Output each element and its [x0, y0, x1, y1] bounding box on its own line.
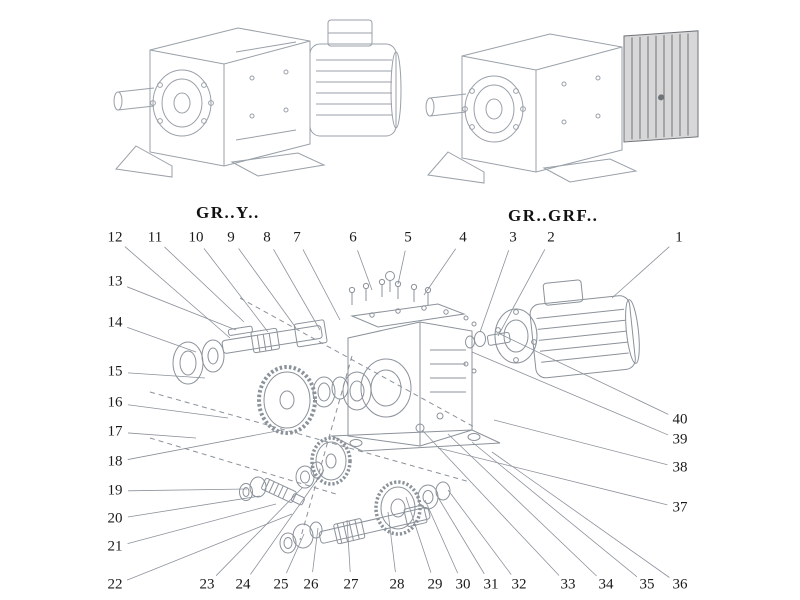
- leader-line-35: [471, 441, 638, 578]
- part-callout-10: 10: [188, 229, 204, 246]
- leader-line-32: [447, 489, 512, 575]
- part-callout-27: 27: [343, 576, 359, 593]
- leader-line-34: [447, 433, 597, 577]
- part-callout-11: 11: [147, 229, 163, 246]
- leader-line-3: [479, 250, 510, 333]
- part-callout-9: 9: [227, 229, 235, 246]
- variant-label-gr-grf: GR..GRF..: [508, 206, 599, 225]
- leader-line-38: [493, 419, 668, 466]
- leader-line-33: [421, 429, 560, 576]
- part-callout-22: 22: [107, 576, 123, 593]
- part-callout-14: 14: [107, 314, 123, 331]
- part-callout-40: 40: [672, 411, 688, 428]
- part-callout-35: 35: [639, 576, 655, 593]
- leader-line-5: [397, 250, 406, 285]
- part-callout-34: 34: [598, 576, 614, 593]
- variant-label-gr-y: GR..Y..: [196, 203, 260, 222]
- part-callout-19: 19: [107, 482, 123, 499]
- part-callout-32: 32: [511, 576, 527, 593]
- part-callout-18: 18: [107, 453, 123, 470]
- leader-line-26: [312, 527, 319, 573]
- leader-line-39: [471, 351, 669, 436]
- gearmotor-drawing-gr-grf: [425, 30, 699, 184]
- leader-line-21: [127, 503, 277, 545]
- leader-line-36: [491, 451, 670, 578]
- part-callout-29: 29: [427, 576, 443, 593]
- part-callout-8: 8: [263, 229, 271, 246]
- leader-line-16: [127, 404, 229, 419]
- part-callout-23: 23: [199, 576, 215, 593]
- leader-line-2: [497, 249, 546, 337]
- leader-line-20: [127, 495, 261, 518]
- part-callout-24: 24: [235, 576, 251, 593]
- leader-line-27: [346, 519, 351, 573]
- part-callout-38: 38: [672, 459, 688, 476]
- leader-line-28: [387, 511, 396, 573]
- part-callout-21: 21: [107, 538, 123, 555]
- part-callout-7: 7: [293, 229, 301, 246]
- part-callout-39: 39: [672, 431, 688, 448]
- part-callout-20: 20: [107, 510, 123, 527]
- leader-line-40: [499, 333, 669, 415]
- leader-line-25: [285, 533, 305, 574]
- leader-line-13: [126, 286, 237, 331]
- part-callout-3: 3: [509, 229, 517, 246]
- part-callout-26: 26: [303, 576, 319, 593]
- part-callout-5: 5: [404, 229, 412, 246]
- part-callout-25: 25: [273, 576, 289, 593]
- part-callout-28: 28: [389, 576, 405, 593]
- leader-line-8: [273, 249, 321, 331]
- leader-line-22: [126, 513, 293, 581]
- part-callout-6: 6: [349, 229, 357, 246]
- part-callout-4: 4: [459, 229, 467, 246]
- part-callout-37: 37: [672, 499, 688, 516]
- part-callout-16: 16: [107, 394, 123, 411]
- leader-line-30: [424, 499, 459, 574]
- leader-line-23: [215, 487, 303, 576]
- leader-line-29: [405, 496, 432, 573]
- leader-line-37: [437, 447, 668, 506]
- part-callout-13: 13: [107, 273, 123, 290]
- part-callout-31: 31: [483, 576, 499, 593]
- leader-line-7: [302, 249, 341, 321]
- part-callout-2: 2: [547, 229, 555, 246]
- exploded-view-drawing: [149, 271, 640, 554]
- part-callout-12: 12: [107, 229, 123, 246]
- leader-line-12: [124, 246, 231, 339]
- leader-line-6: [357, 250, 373, 291]
- leader-line-31: [435, 493, 485, 575]
- leader-line-9: [238, 248, 297, 329]
- leader-line-18: [127, 429, 283, 460]
- part-callout-36: 36: [672, 576, 688, 593]
- part-callout-15: 15: [107, 363, 123, 380]
- leader-line-15: [127, 372, 206, 379]
- leader-line-1: [611, 246, 670, 299]
- leader-line-14: [127, 327, 197, 353]
- part-callout-33: 33: [560, 576, 576, 593]
- leader-line-11: [164, 246, 245, 323]
- leader-line-19: [127, 488, 248, 492]
- leader-line-10: [203, 248, 269, 333]
- gearmotor-drawing-gr-y: [113, 19, 402, 178]
- leader-line-17: [127, 432, 197, 439]
- part-callout-1: 1: [675, 229, 683, 246]
- part-callout-30: 30: [455, 576, 471, 593]
- leader-line-4: [423, 248, 456, 296]
- leader-line-24: [250, 469, 325, 575]
- part-callout-17: 17: [107, 423, 123, 440]
